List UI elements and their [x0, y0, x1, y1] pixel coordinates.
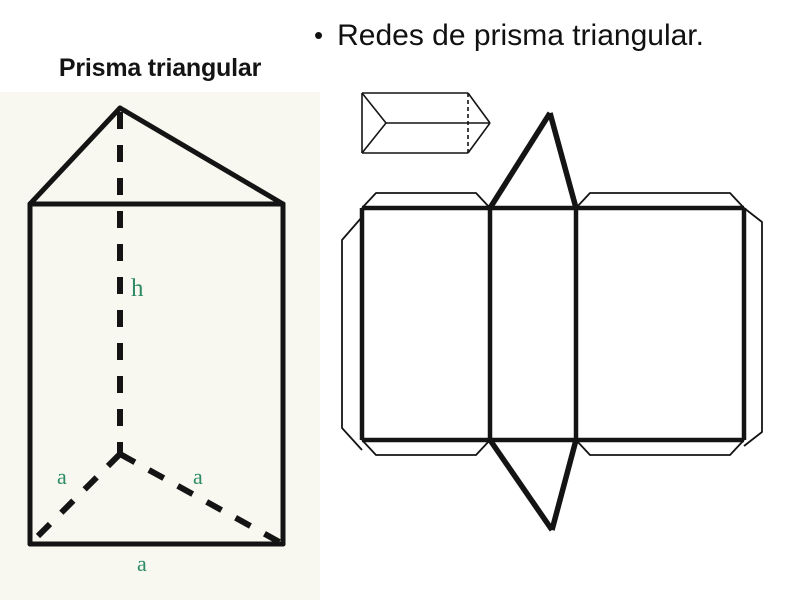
- net-triangle-bottom-right-edge: [549, 439, 579, 531]
- tab-bottom-left: [361, 439, 491, 456]
- label-height: h: [131, 275, 144, 302]
- net-glue-tabs: [341, 192, 763, 456]
- triangular-prism-net-svg: [341, 92, 763, 532]
- net-triangle-top-left-edge: [487, 111, 553, 210]
- tab-right-side: [743, 207, 763, 447]
- net-triangle-top: [487, 111, 579, 210]
- label-side-left: a: [57, 464, 67, 489]
- triangular-prism-solid-svg: h a a a: [27, 105, 286, 576]
- net-triangle-bottom: [487, 438, 579, 532]
- bullet-item-label: Redes de prisma triangular.: [337, 19, 704, 52]
- page-title: Prisma triangular: [58, 54, 262, 82]
- triangular-prism-solid-figure: h a a a: [0, 92, 320, 600]
- net-triangle-top-right-edge: [547, 112, 579, 209]
- net-triangle-bottom-left-edge: [487, 438, 555, 532]
- triangular-prism-3d-icon: [361, 92, 491, 154]
- net-face-outline: [359, 205, 747, 443]
- prism-top-left-edge: [27, 105, 123, 207]
- icon-front-apex-left: [361, 92, 387, 124]
- label-side-bottom: a: [137, 551, 147, 576]
- tab-left-side: [341, 216, 363, 451]
- icon-right-apex-up: [467, 92, 491, 124]
- tab-top-left: [361, 192, 491, 209]
- tab-top-right: [575, 192, 745, 209]
- label-side-right: a: [193, 464, 203, 489]
- icon-front-apex-left-low: [361, 122, 387, 154]
- icon-right-apex-down: [467, 122, 491, 154]
- tab-bottom-right: [575, 439, 745, 456]
- prism-hidden-base-left-dashed: [27, 451, 123, 547]
- prism-top-right-edge: [117, 105, 286, 207]
- bullet-point-icon: •: [314, 20, 324, 50]
- triangular-prism-net-figure: [330, 80, 800, 580]
- bullet-list-item: • Redes de prisma triangular.: [314, 18, 800, 54]
